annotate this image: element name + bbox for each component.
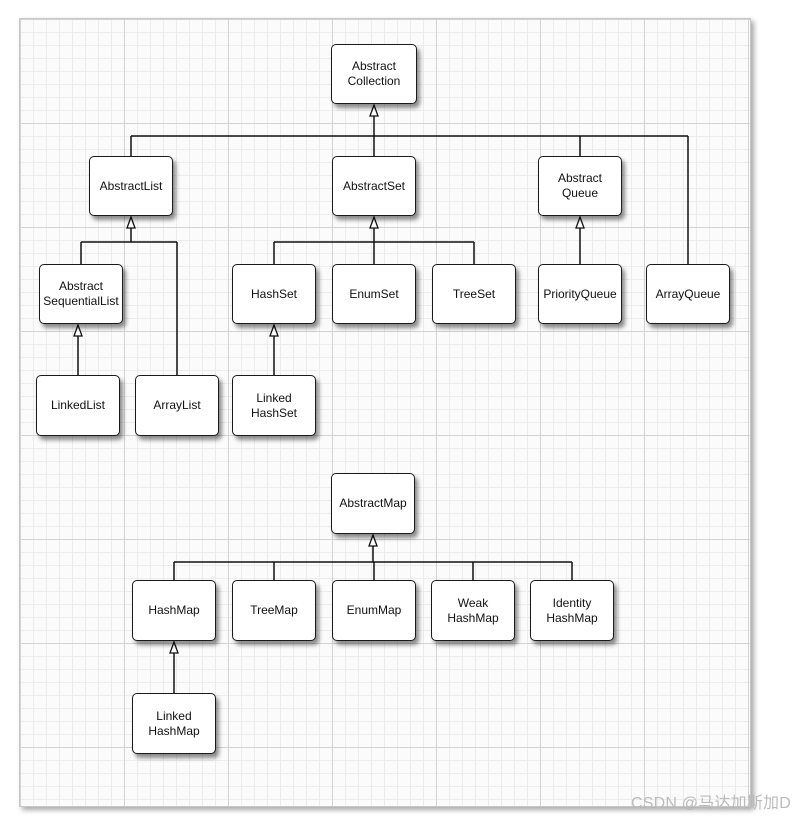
node-linked-hash-map: Linked HashMap bbox=[132, 693, 216, 754]
inheritance-arrowhead bbox=[575, 215, 585, 229]
inheritance-arrowhead bbox=[369, 103, 379, 117]
node-label: TreeSet bbox=[452, 286, 496, 301]
node-label: ArrayQueue bbox=[655, 286, 721, 301]
node-label: ArrayList bbox=[153, 398, 201, 412]
diagram-canvas bbox=[19, 18, 751, 807]
inheritance-arrowhead bbox=[368, 533, 378, 547]
node-label: HashMap bbox=[148, 603, 200, 617]
node-label: EnumSet bbox=[349, 286, 399, 301]
node-abstract-list: AbstractList bbox=[89, 156, 173, 216]
node-label: Identity HashMap bbox=[546, 595, 598, 625]
node-label: AbstractSet bbox=[342, 178, 406, 193]
edge-to-abstract-set bbox=[273, 228, 475, 264]
node-hash-set: HashSet bbox=[232, 264, 316, 324]
node-label: Abstract Queue bbox=[557, 171, 602, 200]
node-priority-queue: PriorityQueue bbox=[538, 264, 622, 324]
node-label: Abstract SequentialList bbox=[43, 279, 119, 308]
node-weak-hash-map: Weak HashMap bbox=[431, 580, 515, 641]
node-label: Linked HashSet bbox=[250, 390, 298, 420]
node-abstract-set: AbstractSet bbox=[332, 156, 416, 216]
node-array-list: ArrayList bbox=[135, 375, 219, 436]
node-abstract-collection: Abstract Collection bbox=[331, 44, 417, 104]
edge-to-abstract-map bbox=[173, 546, 573, 580]
node-enum-map: EnumMap bbox=[332, 580, 416, 641]
inheritance-arrowhead bbox=[126, 215, 136, 229]
node-abstract-queue: Abstract Queue bbox=[538, 156, 622, 216]
node-linked-hash-set: Linked HashSet bbox=[232, 375, 316, 436]
node-label: Linked HashMap bbox=[148, 708, 200, 738]
node-array-queue: ArrayQueue bbox=[646, 264, 730, 324]
watermark: CSDN @马达加斯加D bbox=[631, 795, 791, 812]
node-linked-list: LinkedList bbox=[36, 375, 120, 436]
node-tree-map: TreeMap bbox=[232, 580, 316, 641]
node-label: Weak HashMap bbox=[447, 595, 499, 625]
node-abstract-map: AbstractMap bbox=[331, 473, 415, 534]
node-label: Abstract Collection bbox=[347, 59, 401, 88]
node-identity-hash-map: Identity HashMap bbox=[530, 580, 614, 641]
node-label: AbstractMap bbox=[339, 496, 407, 510]
edge-to-abstract-collection bbox=[130, 116, 689, 264]
inheritance-arrowhead bbox=[269, 323, 279, 337]
inheritance-arrowhead bbox=[369, 215, 379, 229]
node-label: HashSet bbox=[250, 286, 298, 301]
edge-to-abstract-list bbox=[80, 228, 178, 375]
node-tree-set: TreeSet bbox=[432, 264, 516, 324]
inheritance-arrowhead bbox=[73, 323, 83, 337]
node-enum-set: EnumSet bbox=[332, 264, 416, 324]
node-abstract-sequential-list: Abstract SequentialList bbox=[39, 264, 123, 324]
node-label: PriorityQueue bbox=[543, 286, 617, 301]
node-hash-map: HashMap bbox=[132, 580, 216, 641]
inheritance-arrowhead bbox=[169, 640, 179, 654]
node-label: LinkedList bbox=[50, 398, 106, 412]
node-label: TreeMap bbox=[250, 603, 298, 617]
node-label: EnumMap bbox=[346, 603, 402, 617]
node-label: AbstractList bbox=[99, 178, 163, 193]
